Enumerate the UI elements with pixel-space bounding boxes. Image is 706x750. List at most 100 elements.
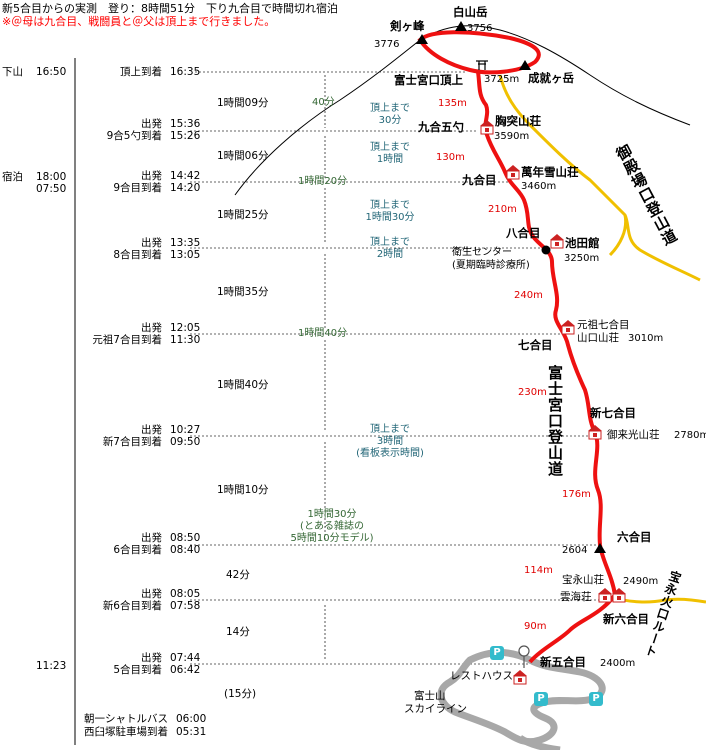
map-label-rokugome-elev: 2604	[562, 545, 588, 556]
map-label-nanagome: 七合目	[518, 338, 553, 352]
cp95-arrive-label: 9合5勺到着	[106, 130, 162, 142]
segment-distance: 90m	[524, 621, 547, 632]
rokugome-peak-icon	[594, 543, 606, 553]
joju-peak-icon	[519, 60, 531, 70]
hut-icons	[480, 120, 626, 685]
cpn7-depart-label: 出発	[141, 424, 162, 436]
parking-icon: P	[534, 692, 548, 706]
to-summit-note: 1時間30分	[365, 212, 415, 223]
cpn6-arrive-time: 07:58	[170, 600, 201, 612]
map-label-ikeda-elev: 3250m	[564, 253, 600, 264]
cpn7-depart-time: 10:27	[170, 424, 201, 436]
map-label-joju: 成就ヶ岳	[528, 71, 574, 85]
map-label-summit-elev: 3725m	[484, 74, 520, 85]
cp8-arrive-time: 13:05	[170, 249, 201, 261]
shrine-gate-icon	[476, 60, 488, 70]
event-label-descent: 下山	[2, 66, 23, 78]
event-time-descent: 16:50	[36, 66, 67, 78]
cp9-arrive-time: 14:20	[170, 182, 201, 194]
parking-icon: P	[589, 692, 603, 706]
checkpoint-dotted-lines	[190, 71, 625, 665]
map-label-goraiko: 御来光山荘	[607, 429, 660, 441]
map-label-munatsuki-elev: 3590m	[494, 131, 530, 142]
hakusan-peak-icon	[455, 21, 467, 31]
to-summit-note: 頂上まで	[370, 103, 410, 114]
event-time-start: 11:23	[36, 660, 67, 672]
to-summit-note: (看板表示時間)	[356, 448, 424, 459]
event-time-morning: 07:50	[36, 183, 67, 195]
map-label-rokugome: 六合目	[617, 530, 652, 544]
map-label-unkai: 雲海荘	[560, 591, 592, 603]
guide-time: 1時間20分	[298, 176, 348, 187]
fujinomiya-trail-line	[476, 71, 617, 664]
cpg7-arrive-label: 元祖7合目到着	[92, 334, 162, 346]
map-label-ikeda: 池田館	[565, 236, 600, 250]
map-label-yamaguchi-sanso: 山口山荘	[577, 332, 619, 344]
cp9-arrive-label: 9合目到着	[113, 182, 162, 194]
segment-duration: 42分	[226, 569, 250, 581]
map-label-fujinomiya-trail: 富士宮口登山道	[546, 365, 564, 477]
to-summit-note: 2時間	[376, 249, 404, 260]
segment-distance: 114m	[524, 565, 553, 576]
guide-time: 1時間40分	[298, 328, 348, 339]
cp95-depart-label: 出発	[141, 118, 162, 130]
event-time-stay: 18:00	[36, 171, 67, 183]
cpn7-arrive-label: 新7合目到着	[102, 436, 162, 448]
cp95-depart-time: 15:36	[170, 118, 201, 130]
segment-duration: 1時間35分	[217, 286, 269, 298]
map-label-hoei-sanso: 宝永山荘	[562, 574, 604, 586]
parking-time: 05:31	[176, 726, 207, 738]
mountain-silhouette	[234, 25, 691, 196]
cpn6-depart-label: 出発	[141, 588, 162, 600]
cp6-arrive-label: 6合目到着	[113, 544, 162, 556]
cpn6-depart-time: 08:05	[170, 588, 201, 600]
summit-arrive-label: 頂上到着	[120, 66, 162, 78]
cp5-depart-time: 07:44	[170, 652, 201, 664]
hoei-route-line	[611, 595, 706, 604]
map-label-hakusan-elev: 3756	[467, 23, 493, 34]
segment-duration: (15分)	[224, 688, 257, 700]
cp8-arrive-label: 8合目到着	[113, 249, 162, 261]
map-label-shin7: 新七合目	[590, 406, 636, 420]
bus-time: 06:00	[176, 713, 207, 725]
cp5-arrive-time: 06:42	[170, 664, 201, 676]
map-label-hoei-elev: 2490m	[623, 576, 659, 587]
map-label-kengamine: 剣ヶ峰	[390, 19, 425, 33]
map-label-goraiko-elev: 2780m	[674, 430, 706, 441]
map-label-shin5-elev: 2400m	[600, 658, 636, 669]
to-summit-note: 頂上まで	[370, 200, 410, 211]
map-label-kyugo-goshaku: 九合五勺	[418, 120, 464, 134]
cpg7-depart-time: 12:05	[170, 322, 201, 334]
to-summit-note: 頂上まで	[370, 142, 410, 153]
segment-distance: 176m	[562, 489, 591, 500]
header-note: ※＠母は九合目、戦闘員と＠父は頂上まで行きました。	[2, 15, 276, 28]
trailhead-sign-icon	[518, 645, 530, 668]
crater-loop-trail	[417, 30, 541, 75]
map-label-rest-house: レストハウス	[450, 670, 513, 682]
to-summit-note: 3時間	[376, 436, 404, 447]
map-label-medical-center: 衛生センター	[452, 247, 512, 258]
map-label-kyugome: 九合目	[462, 173, 497, 187]
guide-time: 40分	[312, 97, 335, 108]
cp9-depart-time: 14:42	[170, 170, 201, 182]
medical-center-icon	[541, 245, 551, 255]
summit-arrive-time: 16:35	[170, 66, 201, 78]
map-label-hakusan: 白山岳	[453, 5, 488, 19]
to-summit-note: 30分	[378, 115, 402, 126]
gotemba-route-line	[498, 74, 701, 282]
cp8-depart-time: 13:35	[170, 237, 201, 249]
cp6-depart-label: 出発	[141, 532, 162, 544]
segment-distance: 230m	[518, 387, 547, 398]
cp9-depart-label: 出発	[141, 170, 162, 182]
map-label-ganso7: 元祖七合目	[577, 319, 630, 331]
guide-time-model: (とある雑誌の	[300, 521, 364, 532]
guide-time-model: 1時間30分	[307, 509, 357, 520]
segment-duration: 1時間09分	[217, 97, 269, 109]
segment-duration: 14分	[226, 626, 250, 638]
cp6-arrive-time: 08:40	[170, 544, 201, 556]
skyline-road	[437, 649, 606, 746]
map-label-munatsuki: 胸突山荘	[495, 114, 541, 128]
map-label-shin6: 新六合目	[603, 612, 649, 626]
segment-duration: 1時間40分	[217, 379, 269, 391]
